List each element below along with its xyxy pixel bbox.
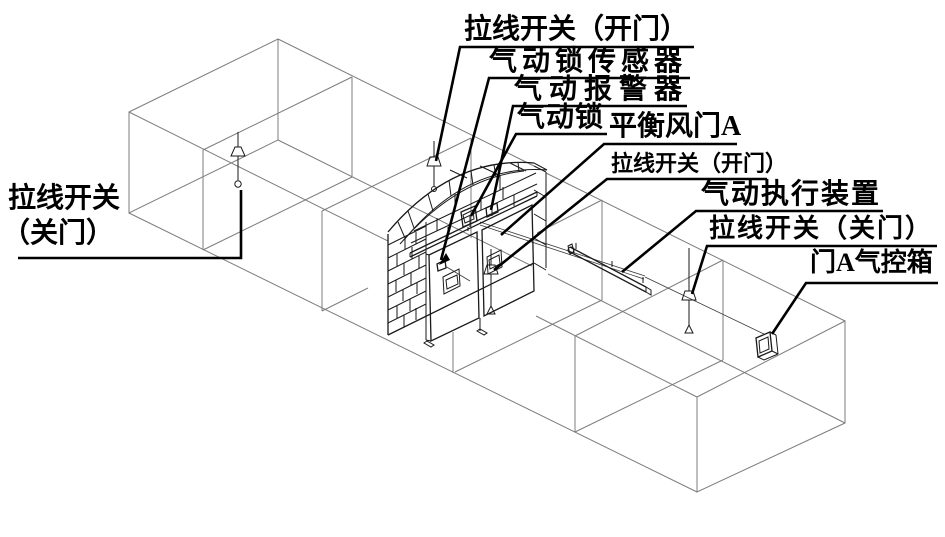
callout-labels: 拉线开关（开门） 气动锁传感器 气动报警器 气动锁 平衡风门A 拉线开关（开门）… bbox=[2, 12, 933, 277]
label-pull-switch-close-left-line2: （关门） bbox=[2, 216, 114, 249]
label-pull-switch-open-inner: 拉线开关（开门） bbox=[611, 151, 787, 176]
label-pneumatic-alarm: 气动报警器 bbox=[513, 73, 689, 105]
label-pneumatic-actuator: 气动执行装置 bbox=[700, 177, 881, 210]
leader-lines bbox=[18, 45, 938, 335]
wall-east-sliver bbox=[533, 165, 547, 271]
actuator-bar bbox=[567, 243, 652, 296]
label-pneumatic-lock-sensor: 气动锁传感器 bbox=[488, 44, 687, 77]
label-balance-air-door-a: 平衡风门A bbox=[609, 110, 742, 142]
door-left-panel bbox=[423, 230, 480, 348]
brick-courses bbox=[387, 222, 427, 327]
label-pneumatic-lock: 气动锁 bbox=[516, 100, 604, 133]
leader-arrowhead bbox=[439, 253, 450, 265]
control-box bbox=[755, 331, 779, 361]
tunnel-wireframe bbox=[128, 38, 846, 493]
pneumatic-pipe bbox=[479, 221, 765, 335]
label-pull-switch-close-right: 拉线开关（关门） bbox=[709, 213, 933, 243]
label-door-a-control-box: 门A气控箱 bbox=[810, 247, 933, 277]
pneumatic-lock-device bbox=[460, 205, 478, 231]
door-track bbox=[409, 191, 538, 258]
label-pull-switch-open-top: 拉线开关（开门） bbox=[464, 12, 688, 45]
pull-switch-open-doorway bbox=[483, 249, 499, 315]
pull-switch-left-tunnel bbox=[230, 132, 246, 188]
label-pull-switch-close-left-line1: 拉线开关 bbox=[8, 181, 120, 214]
brick-wall bbox=[387, 161, 548, 336]
